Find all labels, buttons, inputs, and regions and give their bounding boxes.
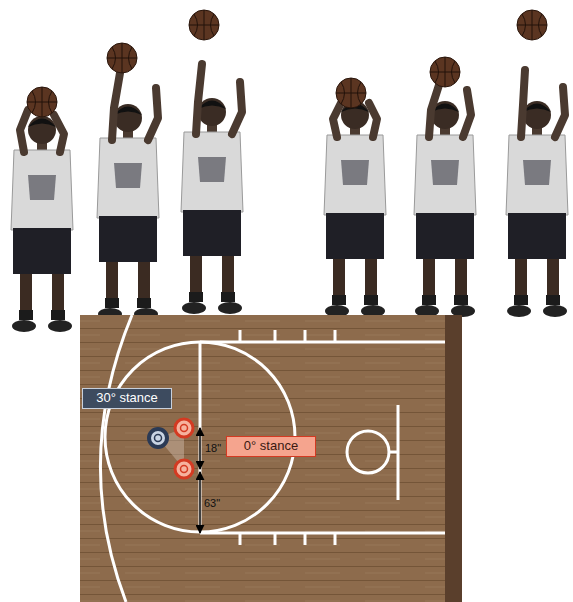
arm [196, 64, 242, 134]
three-point-arc [100, 315, 132, 602]
shooter-figure [11, 87, 73, 332]
hash-mark [274, 330, 277, 342]
shooter-figure [97, 43, 159, 320]
node-text: 30° stance [96, 391, 158, 405]
foot-marker-center [155, 435, 162, 442]
photo-background [0, 0, 573, 315]
arm [333, 103, 377, 137]
basketball [336, 78, 366, 108]
shooter-figure [414, 57, 476, 317]
dimension-line [199, 472, 201, 533]
basketball [430, 57, 460, 87]
stance-label: 0° stance [226, 436, 316, 457]
node-text: 0° stance [244, 439, 298, 453]
court-lines [100, 315, 445, 602]
court-floor [80, 315, 462, 602]
backboard [397, 405, 400, 500]
basketball [107, 43, 137, 73]
foot-marker-0 [175, 419, 193, 437]
shooter-figure [506, 10, 568, 317]
hash-mark [334, 330, 337, 342]
shooter-body [324, 101, 386, 317]
hash-mark [239, 533, 242, 545]
hash-mark [239, 330, 242, 342]
dimension-label: 63" [204, 497, 220, 509]
shooter-figure [324, 78, 386, 317]
shooter-figure [181, 10, 243, 314]
hash-mark [304, 330, 307, 342]
hash-mark [304, 533, 307, 545]
basket-rim [347, 431, 389, 473]
basketball [189, 10, 219, 40]
court-edge [445, 315, 462, 602]
arm [429, 85, 471, 137]
foot-marker-center [181, 425, 188, 432]
dimension-label: 18" [205, 442, 221, 454]
arm [521, 70, 565, 137]
lane-line [200, 532, 445, 535]
hash-mark [334, 533, 337, 545]
basketball [517, 10, 547, 40]
foot-marker-0 [175, 460, 193, 478]
lane-line [200, 341, 445, 344]
basketball [27, 87, 57, 117]
dimension-line [199, 428, 201, 469]
foot-marker-30 [149, 429, 167, 447]
foot-marker-center [181, 466, 188, 473]
hash-mark [274, 533, 277, 545]
arm [112, 73, 158, 140]
free-throw-line [199, 342, 202, 533]
stance-label: 30° stance [82, 388, 172, 409]
